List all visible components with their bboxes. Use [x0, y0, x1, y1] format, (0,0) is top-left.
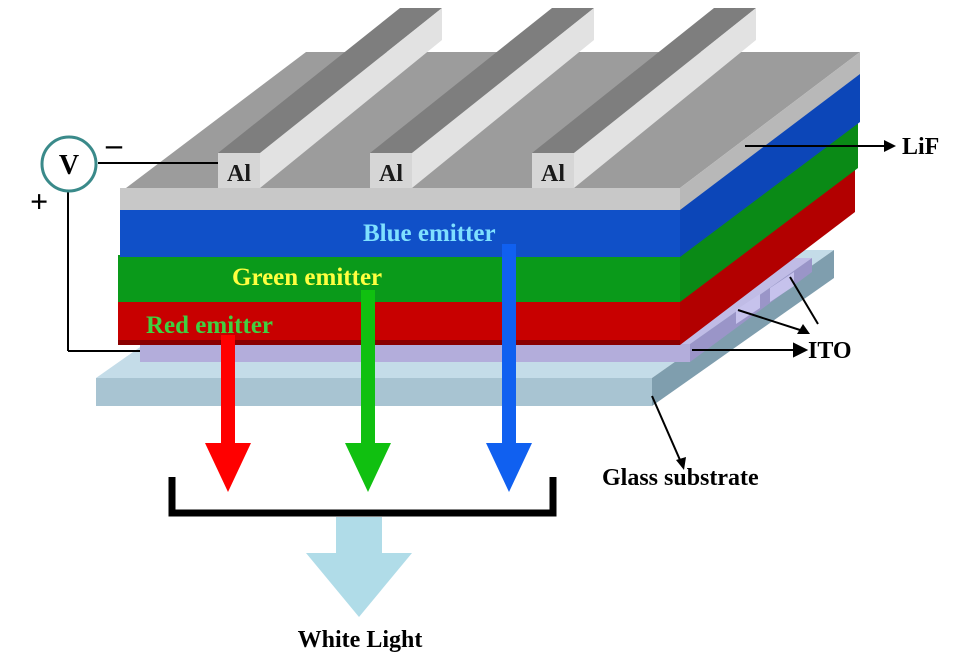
al-stripe-3 — [532, 8, 756, 188]
lif-callout — [745, 140, 896, 152]
green-light-arrow — [345, 290, 391, 492]
plus-sign: + — [30, 183, 48, 219]
voltmeter-label: V — [59, 150, 79, 181]
light-combine-bracket — [168, 477, 557, 517]
green-emitter-layer — [118, 120, 858, 302]
blue-light-arrow — [486, 244, 532, 492]
voltmeter: V — [40, 135, 98, 193]
ito-callout — [692, 276, 819, 358]
blue-emitter-layer — [120, 72, 860, 257]
al-label-3: Al — [541, 161, 565, 187]
glass-substrate-callout — [651, 395, 686, 470]
minus-sign: – — [105, 126, 123, 162]
lif-label: LiF — [902, 134, 939, 160]
blue-emitter-label: Blue emitter — [363, 220, 496, 247]
white-light-label: White Light — [298, 627, 423, 653]
red-emitter-layer — [118, 165, 855, 345]
al-stripe-2 — [370, 8, 594, 188]
glass-substrate-label: Glass substrate — [602, 465, 759, 491]
al-label-1: Al — [227, 161, 251, 187]
red-emitter-label: Red emitter — [146, 312, 273, 339]
al-label-2: Al — [379, 161, 403, 187]
red-light-arrow — [205, 335, 251, 492]
white-light-arrow — [306, 517, 412, 617]
ito-label: ITO — [808, 338, 852, 364]
al-stripe-1 — [218, 8, 442, 188]
circuit-wire — [67, 162, 218, 352]
green-emitter-label: Green emitter — [232, 264, 382, 291]
